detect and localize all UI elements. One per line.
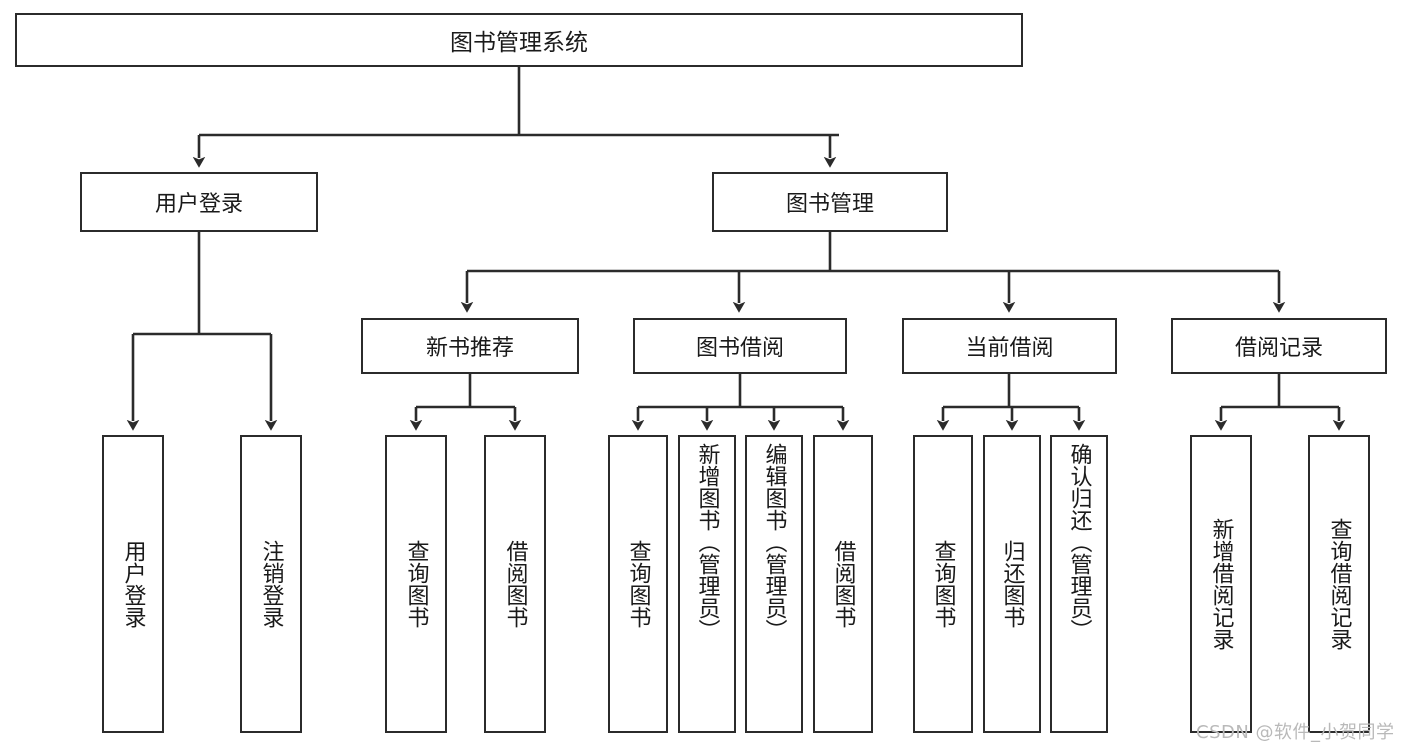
node-user-login[interactable]: 用户登录 bbox=[80, 172, 318, 232]
node-new-book-recommend[interactable]: 新书推荐 bbox=[361, 318, 579, 374]
node-root[interactable]: 图书管理系统 bbox=[15, 13, 1023, 67]
leaf-query-borrow-record-label: 查询借阅记录 bbox=[1326, 518, 1352, 650]
leaf-borrow-book[interactable]: 借阅图书 bbox=[813, 435, 873, 733]
leaf-query-book-borrow[interactable]: 查询图书 bbox=[608, 435, 668, 733]
node-book-borrow[interactable]: 图书借阅 bbox=[633, 318, 847, 374]
leaf-query-book-current[interactable]: 查询图书 bbox=[913, 435, 973, 733]
leaf-logout-label: 注销登录 bbox=[258, 540, 284, 628]
leaf-borrow-book-label: 借阅图书 bbox=[830, 540, 856, 628]
leaf-query-book-recommend[interactable]: 查询图书 bbox=[385, 435, 447, 733]
leaf-add-borrow-record[interactable]: 新增借阅记录 bbox=[1190, 435, 1252, 733]
leaf-edit-book-admin-label: 编辑图书（管理员） bbox=[761, 443, 787, 641]
leaf-add-borrow-record-label: 新增借阅记录 bbox=[1208, 518, 1234, 650]
leaf-confirm-return-admin-label: 确认归还（管理员） bbox=[1066, 443, 1092, 641]
leaf-user-login-label: 用户登录 bbox=[120, 540, 146, 628]
leaf-user-login[interactable]: 用户登录 bbox=[102, 435, 164, 733]
leaf-query-book-borrow-label: 查询图书 bbox=[625, 540, 651, 628]
leaf-add-book-admin-label: 新增图书（管理员） bbox=[694, 443, 720, 641]
node-book-management[interactable]: 图书管理 bbox=[712, 172, 948, 232]
leaf-confirm-return-admin[interactable]: 确认归还（管理员） bbox=[1050, 435, 1108, 733]
node-root-label: 图书管理系统 bbox=[450, 30, 588, 56]
leaf-query-borrow-record[interactable]: 查询借阅记录 bbox=[1308, 435, 1370, 733]
node-book-management-label: 图书管理 bbox=[785, 192, 874, 217]
leaf-logout[interactable]: 注销登录 bbox=[240, 435, 302, 733]
leaf-add-book-admin[interactable]: 新增图书（管理员） bbox=[678, 435, 736, 733]
leaf-query-book-recommend-label: 查询图书 bbox=[403, 540, 429, 628]
leaf-borrow-book-recommend-label: 借阅图书 bbox=[502, 540, 528, 628]
leaf-query-book-current-label: 查询图书 bbox=[930, 540, 956, 628]
watermark: CSDN @软件_小贺同学 bbox=[1196, 722, 1395, 743]
leaf-borrow-book-recommend[interactable]: 借阅图书 bbox=[484, 435, 546, 733]
node-current-borrow[interactable]: 当前借阅 bbox=[902, 318, 1117, 374]
node-new-book-recommend-label: 新书推荐 bbox=[425, 336, 514, 361]
leaf-return-book-label: 归还图书 bbox=[999, 540, 1025, 628]
node-current-borrow-label: 当前借阅 bbox=[965, 336, 1054, 361]
node-user-login-label: 用户登录 bbox=[154, 192, 243, 217]
leaf-edit-book-admin[interactable]: 编辑图书（管理员） bbox=[745, 435, 803, 733]
node-book-borrow-label: 图书借阅 bbox=[695, 336, 784, 361]
node-borrow-record-label: 借阅记录 bbox=[1234, 336, 1323, 361]
node-borrow-record[interactable]: 借阅记录 bbox=[1171, 318, 1387, 374]
leaf-return-book[interactable]: 归还图书 bbox=[983, 435, 1041, 733]
